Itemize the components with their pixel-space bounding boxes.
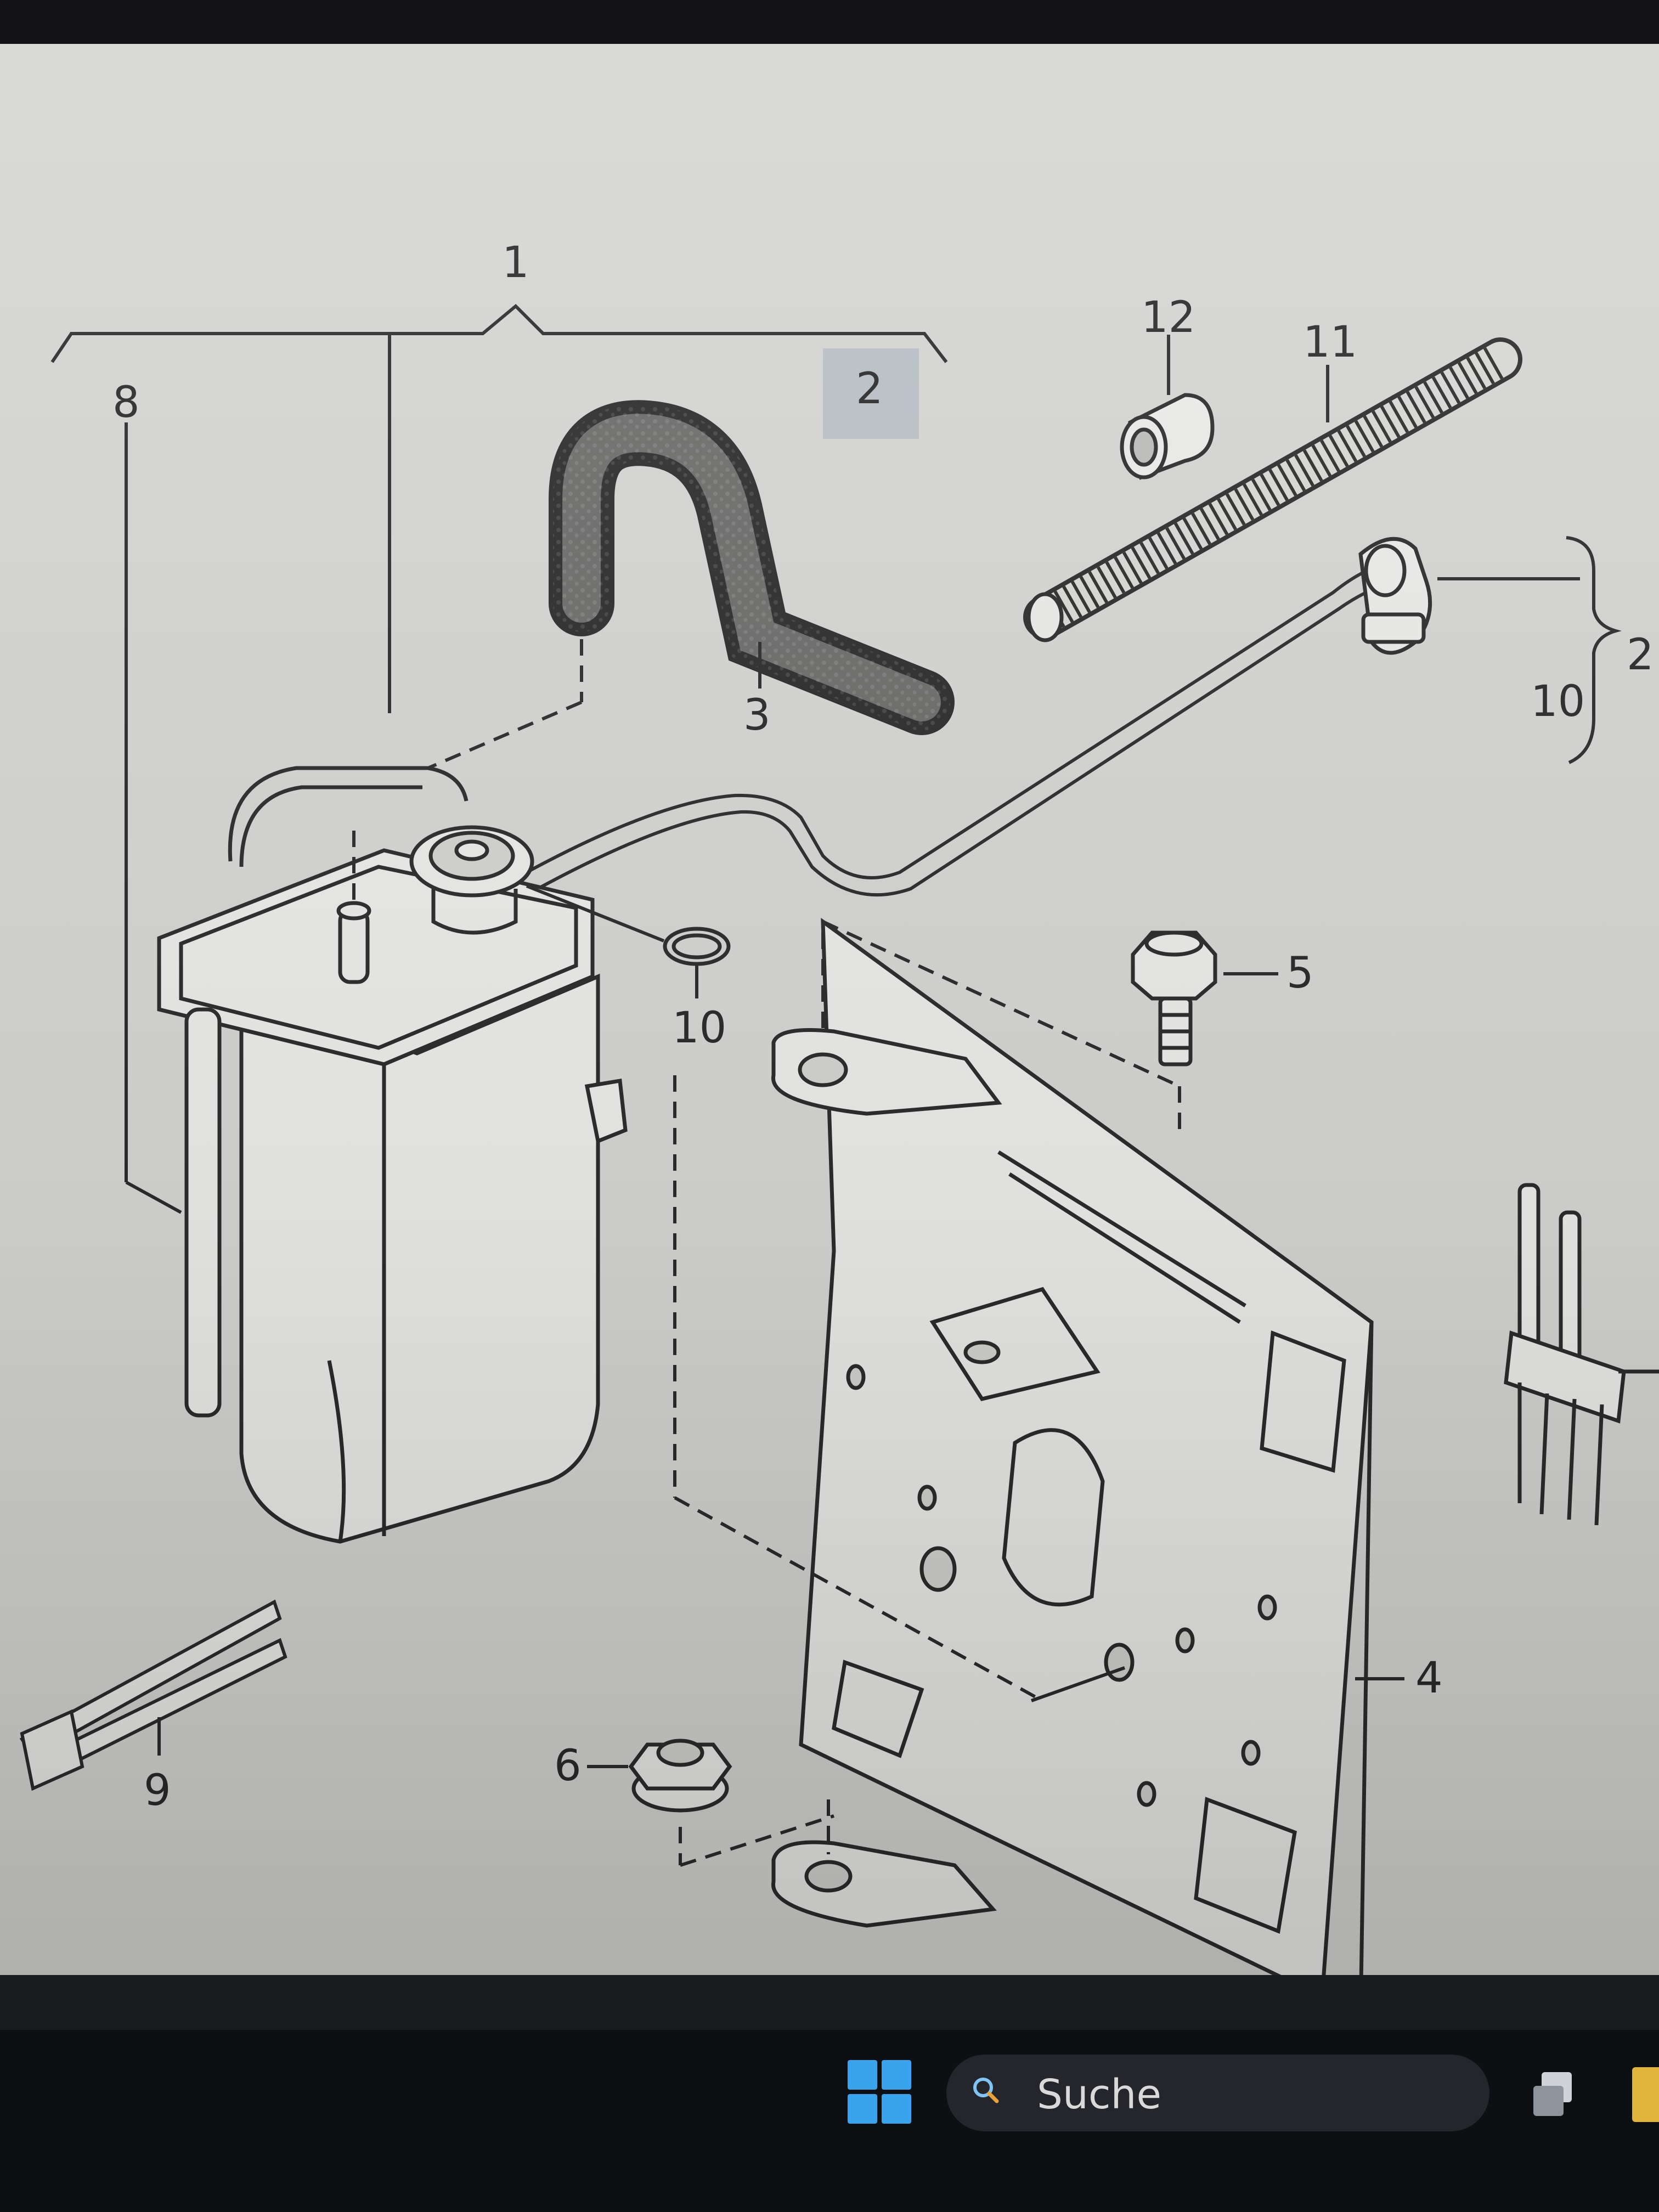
search-icon bbox=[973, 2078, 999, 2103]
o-ring-part-10 bbox=[526, 884, 731, 998]
callout-12: 12 bbox=[1141, 293, 1195, 342]
callout-1: 1 bbox=[502, 238, 529, 287]
callout-2-right: 2 bbox=[1627, 630, 1654, 680]
mounting-bracket-part-4 bbox=[771, 917, 1404, 1975]
file-explorer-icon[interactable] bbox=[1632, 2067, 1659, 2122]
connector-partial-right bbox=[1504, 1183, 1659, 1526]
callout-8: 8 bbox=[112, 378, 140, 427]
cable-tie-part-9 bbox=[19, 1599, 287, 1791]
corrugated-tube-part-11 bbox=[1023, 337, 1522, 642]
callout-9: 9 bbox=[144, 1766, 171, 1815]
app-window-icon bbox=[1533, 2072, 1572, 2116]
callout-6: 6 bbox=[554, 1741, 582, 1791]
screen-area: 1 2 2 3 4 5 6 8 9 10 10 11 12 bbox=[0, 44, 1659, 1975]
connector-part-10 bbox=[1358, 537, 1580, 655]
sleeve-part-12 bbox=[1120, 335, 1215, 480]
callout-10-right: 10 bbox=[1531, 677, 1585, 726]
start-button[interactable] bbox=[848, 2060, 913, 2126]
callout-10-left: 10 bbox=[672, 1003, 726, 1053]
vent-line bbox=[526, 563, 1389, 897]
monitor-bezel-top bbox=[0, 0, 1659, 52]
callout-11: 11 bbox=[1303, 318, 1357, 367]
charcoal-canister bbox=[157, 766, 628, 1544]
parts-diagram: 1 2 2 3 4 5 6 8 9 10 10 11 12 bbox=[19, 238, 1659, 1975]
callout-2: 2 bbox=[856, 364, 883, 414]
nut-part-6 bbox=[587, 1739, 732, 1813]
brace-right bbox=[1566, 536, 1622, 764]
bolt-part-5 bbox=[1131, 930, 1278, 1066]
taskbar-search-box[interactable]: Suche bbox=[946, 2055, 1489, 2131]
search-label: Suche bbox=[1037, 2071, 1161, 2118]
callout-5: 5 bbox=[1286, 949, 1314, 998]
highlight-callout-2 bbox=[823, 348, 919, 439]
assembly-lines bbox=[673, 920, 1181, 1867]
callout-4: 4 bbox=[1415, 1654, 1443, 1703]
callout-3: 3 bbox=[743, 691, 771, 740]
hose-part-3 bbox=[427, 400, 955, 770]
taskbar-app-icon[interactable] bbox=[1531, 2069, 1575, 2119]
leader-2040 bbox=[1031, 1666, 1125, 1702]
group-bracket-1 bbox=[50, 303, 948, 1214]
